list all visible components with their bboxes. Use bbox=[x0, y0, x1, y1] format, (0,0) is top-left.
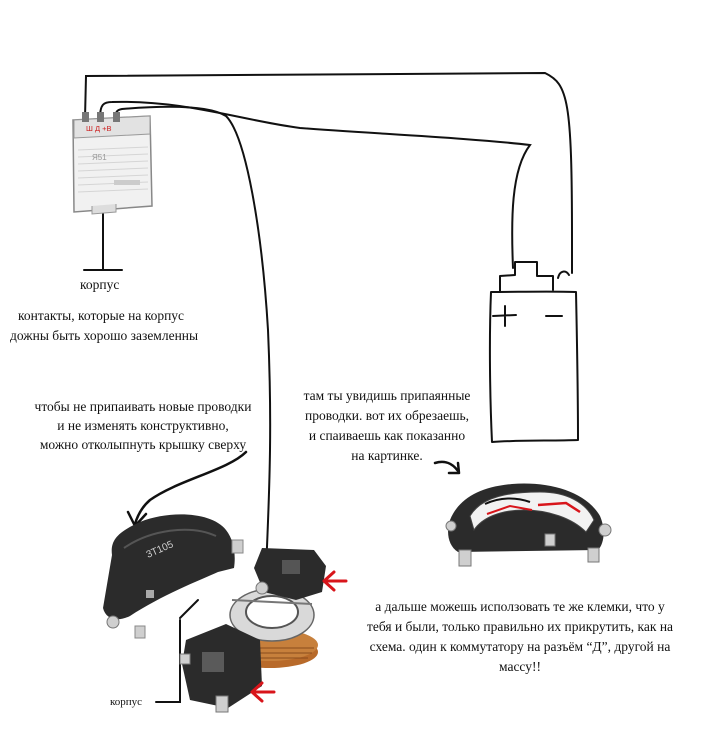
detail-module bbox=[445, 483, 612, 567]
terminals-note-line3: схема. один к коммутатору на разъём “Д”,… bbox=[369, 639, 671, 654]
regulator-model: Я51 bbox=[92, 153, 107, 162]
hall-sensor-module bbox=[254, 548, 326, 600]
solder-note-line1: там ты увидишь припаянные bbox=[303, 388, 471, 403]
solder-note-line2: проводки. вот их обрезаешь, bbox=[304, 408, 470, 423]
terminals-note-line1: а дальше можешь исползовать те же клемки… bbox=[375, 599, 665, 614]
arrows bbox=[126, 450, 461, 528]
coil-plus-mark bbox=[492, 305, 517, 327]
wire-to-module bbox=[114, 105, 272, 571]
arrow-to-module bbox=[133, 450, 248, 526]
arrow-to-detail-head bbox=[447, 461, 461, 475]
ignition-module: 3T105 bbox=[103, 514, 244, 639]
arrow-to-detail bbox=[433, 460, 460, 473]
cover-note-line2: и не изменять конструктивно, bbox=[57, 418, 229, 433]
regulator-terminals: Ш Д +В bbox=[86, 124, 112, 133]
terminals-note-line4: массу!! bbox=[499, 659, 541, 674]
cover-note-line1: чтобы не припаивать новые проводки bbox=[34, 399, 252, 414]
voltage-regulator: Ш Д +В Я51 bbox=[72, 112, 153, 215]
wire-to-coil-plus bbox=[99, 100, 532, 269]
cover-note-line3: можно отколыпнуть крышку сверху bbox=[39, 437, 247, 452]
wire-top-loop bbox=[84, 71, 573, 274]
red-arrow-upper bbox=[322, 570, 348, 592]
contacts-note-line1: контакты, которые на корпус bbox=[18, 308, 185, 323]
terminals-note-line2: тебя и были, только правильно их прикрут… bbox=[366, 619, 674, 634]
ground-wire-bottom bbox=[155, 619, 181, 703]
wires bbox=[83, 71, 573, 703]
red-arrow-lower bbox=[250, 681, 276, 703]
ground-bar-bottom bbox=[179, 599, 199, 619]
red-arrows bbox=[250, 570, 348, 703]
ground-label-bottom: корпус bbox=[110, 696, 143, 708]
ground-label-top: корпус bbox=[80, 277, 120, 292]
lower-module bbox=[179, 624, 262, 713]
solder-note-line4: на картинке. bbox=[351, 448, 423, 463]
contacts-note-line2: дожны быть хорошо заземленны bbox=[10, 328, 199, 343]
ignition-coil bbox=[488, 261, 579, 443]
solder-note-line3: и спаиваешь как показанно bbox=[308, 428, 466, 443]
